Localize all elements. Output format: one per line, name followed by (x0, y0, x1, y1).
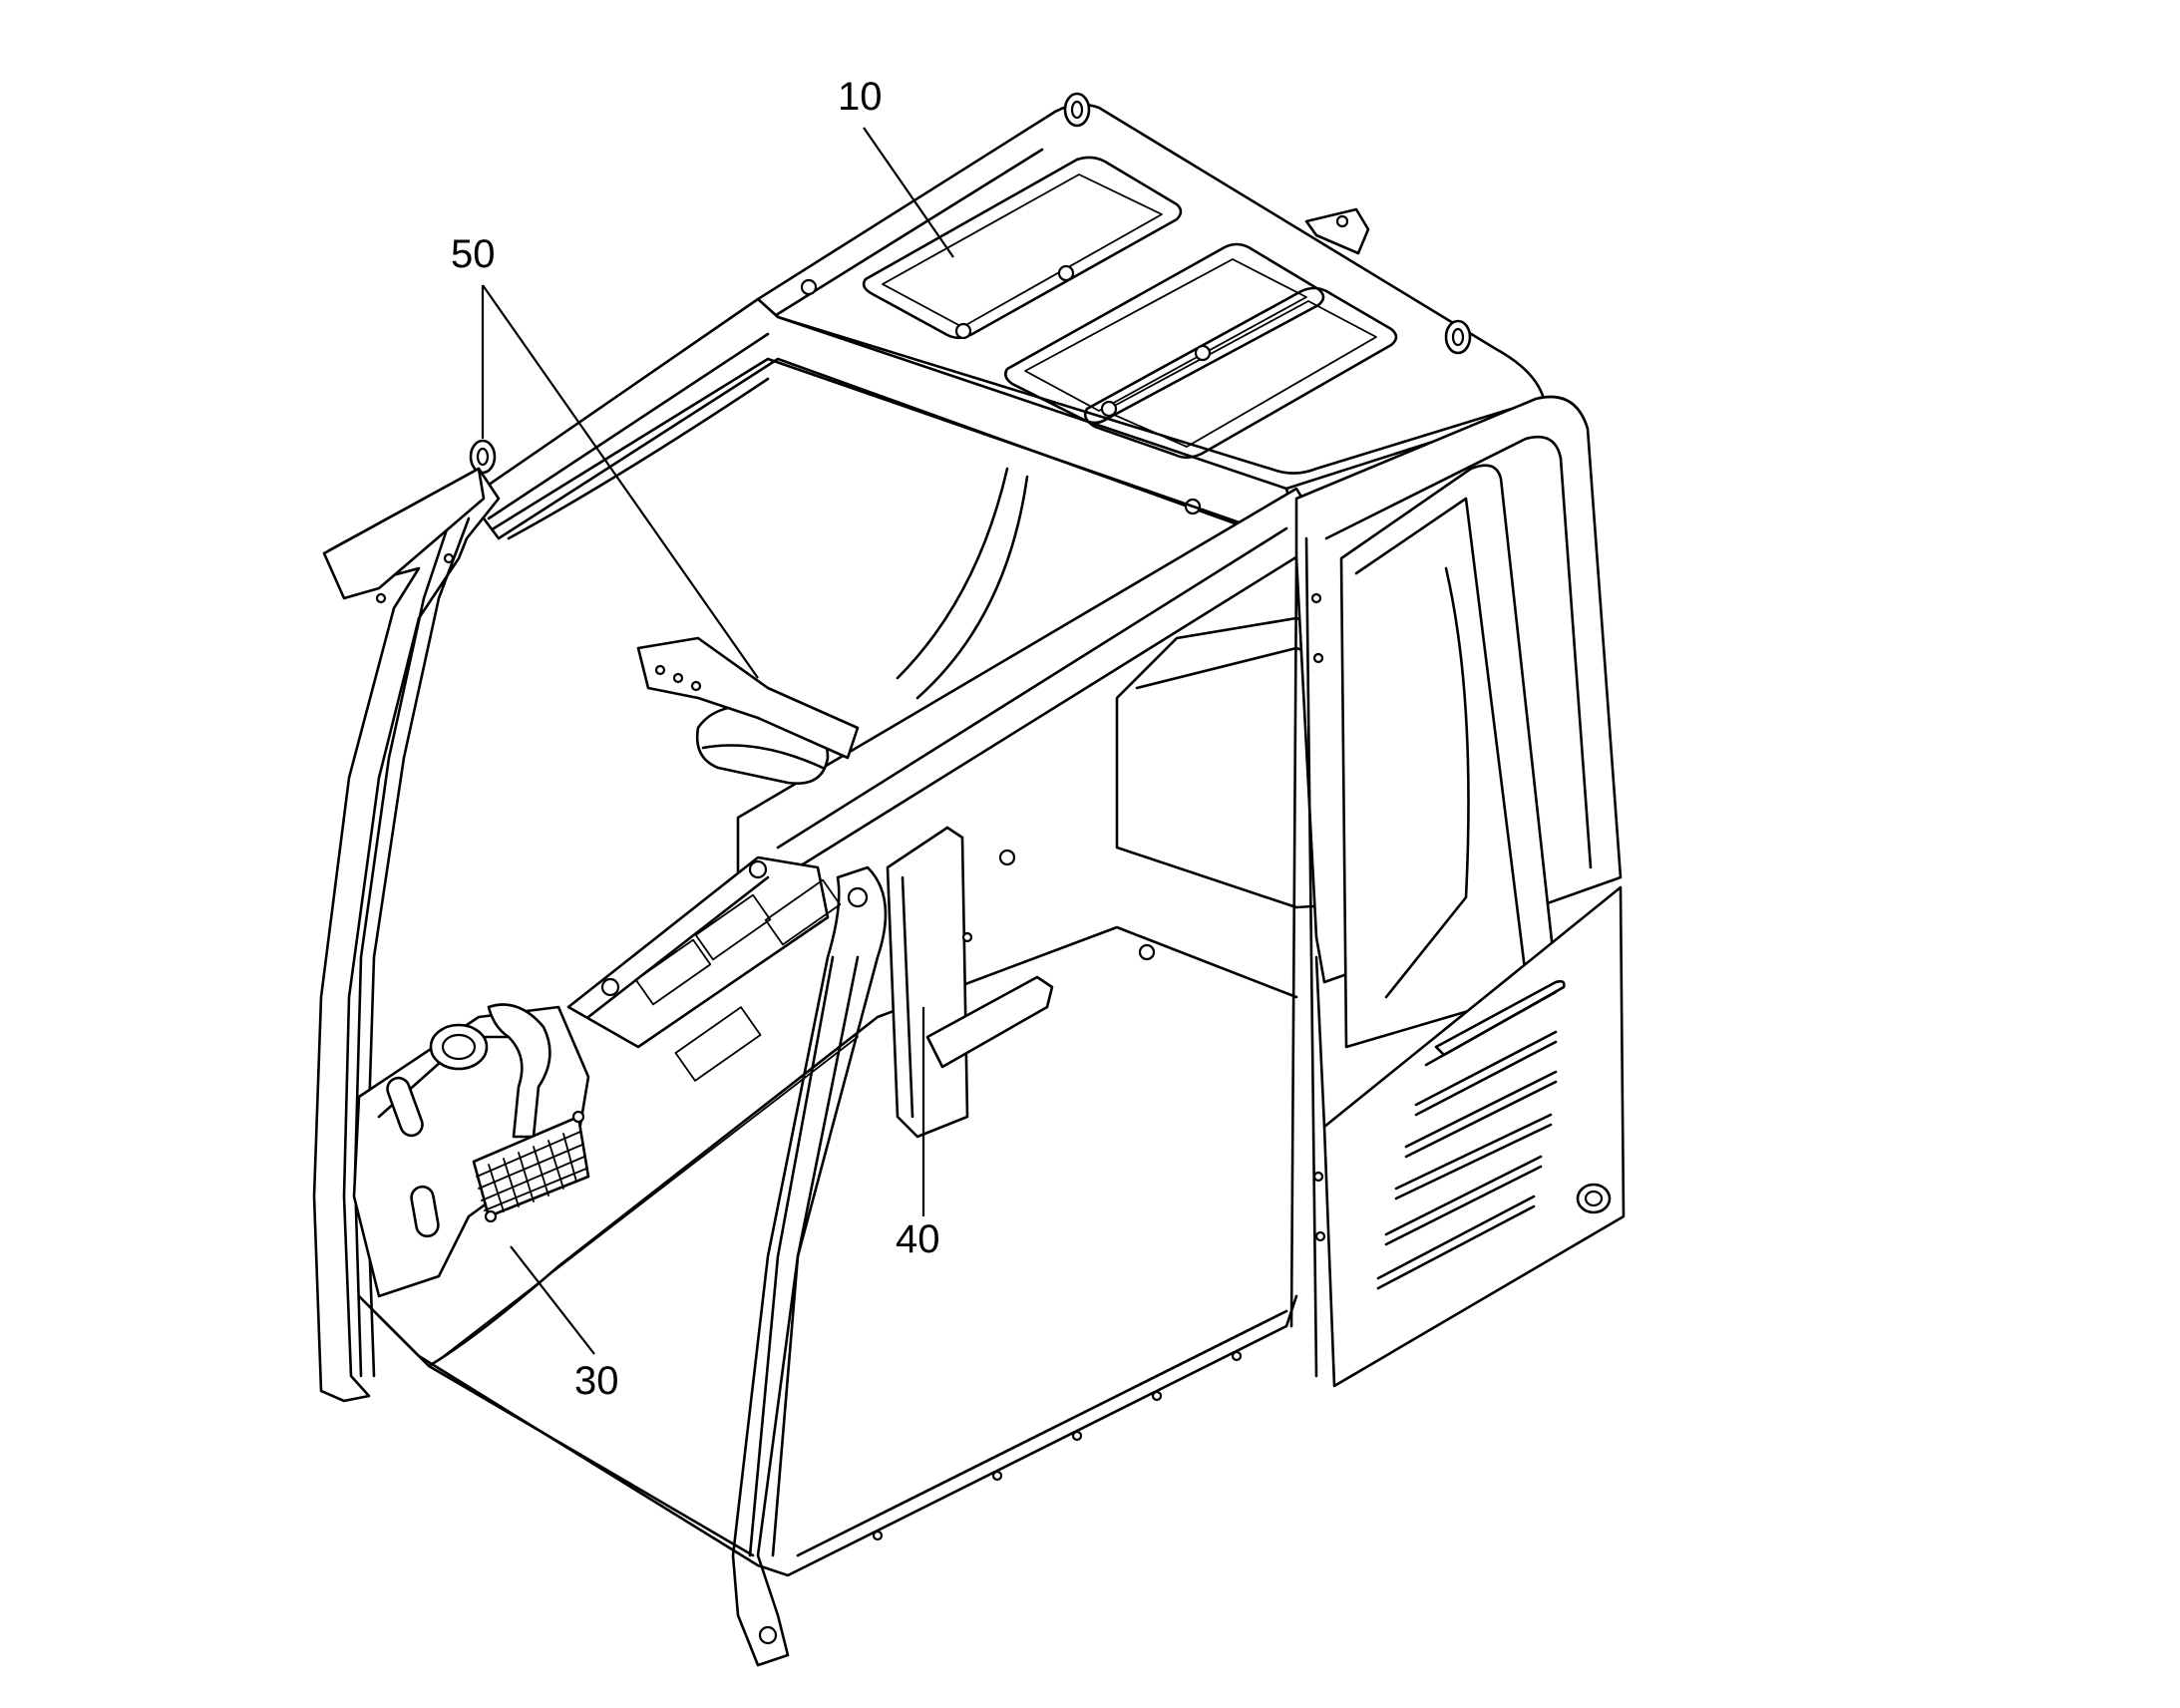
rear-corner-post (886, 826, 1156, 1139)
center-front-pillar (731, 487, 1328, 1667)
label-part-30: 30 (574, 1359, 619, 1403)
storage-net (472, 1110, 590, 1223)
label-part-40: 40 (896, 1217, 940, 1261)
leader-lines (481, 127, 954, 1355)
roof-vent-panels (862, 156, 1398, 460)
floor-frame (357, 925, 1298, 1577)
roof-bracket (1304, 207, 1370, 255)
louvers (1376, 979, 1566, 1290)
part-labels: 10 50 40 30 (451, 75, 940, 1403)
label-part-50: 50 (451, 232, 496, 276)
windshield-opening (492, 357, 1259, 700)
left-front-pillar (312, 467, 501, 1403)
seat-headrest (636, 636, 860, 786)
left-side-panel (352, 1003, 590, 1298)
right-side-frame (1289, 395, 1626, 1388)
label-part-10: 10 (838, 75, 883, 119)
